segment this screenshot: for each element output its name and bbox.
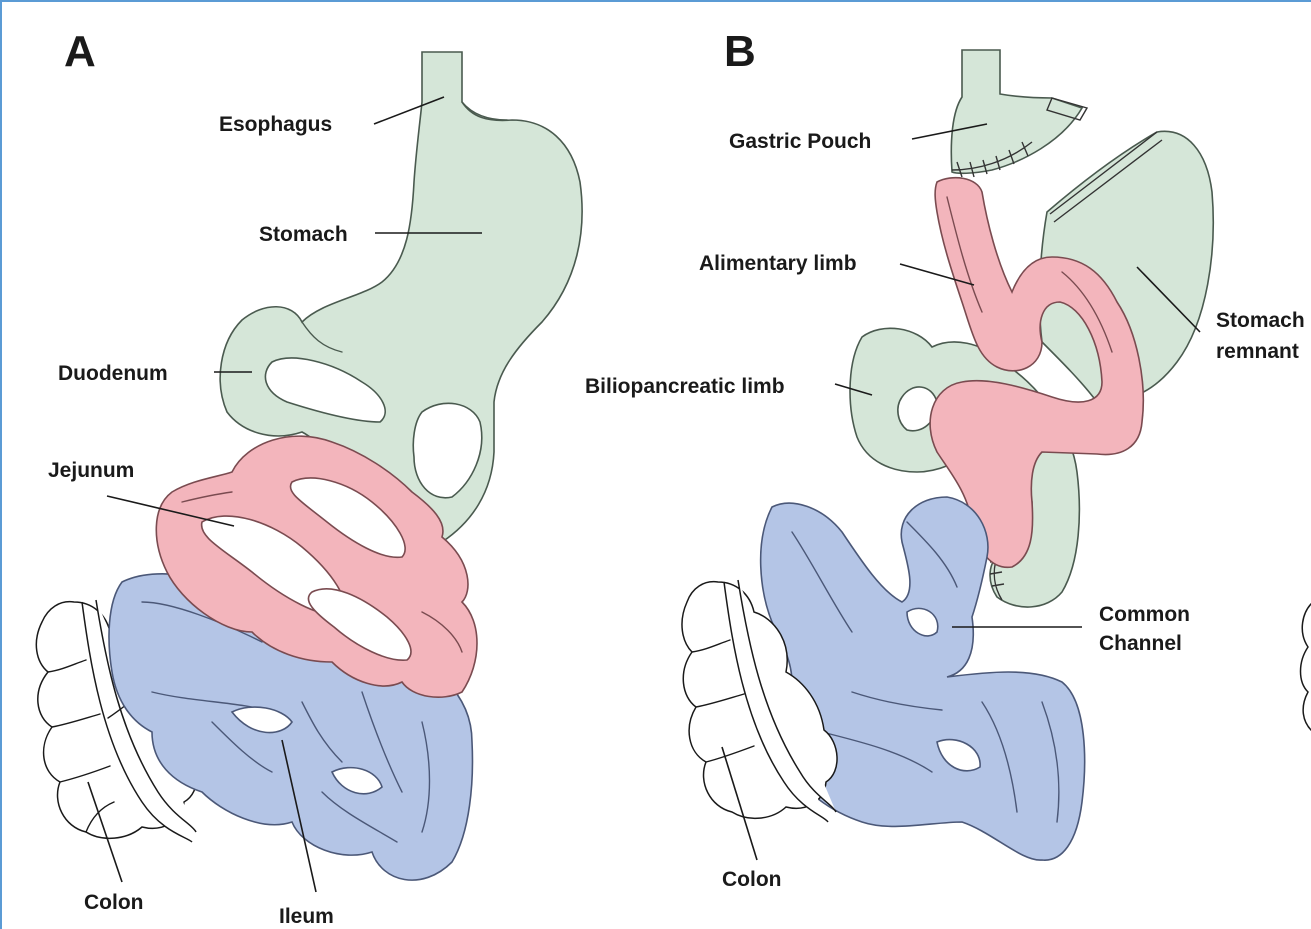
stomach-remnant-label-line1: Stomach: [1216, 309, 1305, 332]
duodenum-label: Duodenum: [58, 362, 168, 385]
esophagus-label: Esophagus: [219, 113, 332, 136]
panel-b-gastric-pouch: [951, 50, 1087, 177]
common-channel-label-line1: Common: [1099, 603, 1190, 626]
jejunum-label: Jejunum: [48, 459, 134, 482]
ileum-label: Ileum: [279, 905, 334, 928]
stomach-label: Stomach: [259, 223, 348, 246]
panel-a: A: [36, 27, 582, 928]
panel-b-letter: B: [724, 27, 756, 76]
common-channel-label-line2: Channel: [1099, 632, 1182, 655]
colon-a-label: Colon: [84, 891, 143, 914]
colon-b-label: Colon: [722, 868, 781, 891]
alimentary-limb-label: Alimentary limb: [699, 252, 857, 275]
gastric-pouch-label: Gastric Pouch: [729, 130, 871, 153]
panel-c-colon-fragment: [1301, 602, 1311, 732]
stomach-remnant-label-line2: remnant: [1216, 340, 1299, 363]
panel-a-letter: A: [64, 27, 96, 76]
panel-b: B: [585, 27, 1311, 891]
biliopancreatic-limb-label: Biliopancreatic limb: [585, 375, 785, 398]
